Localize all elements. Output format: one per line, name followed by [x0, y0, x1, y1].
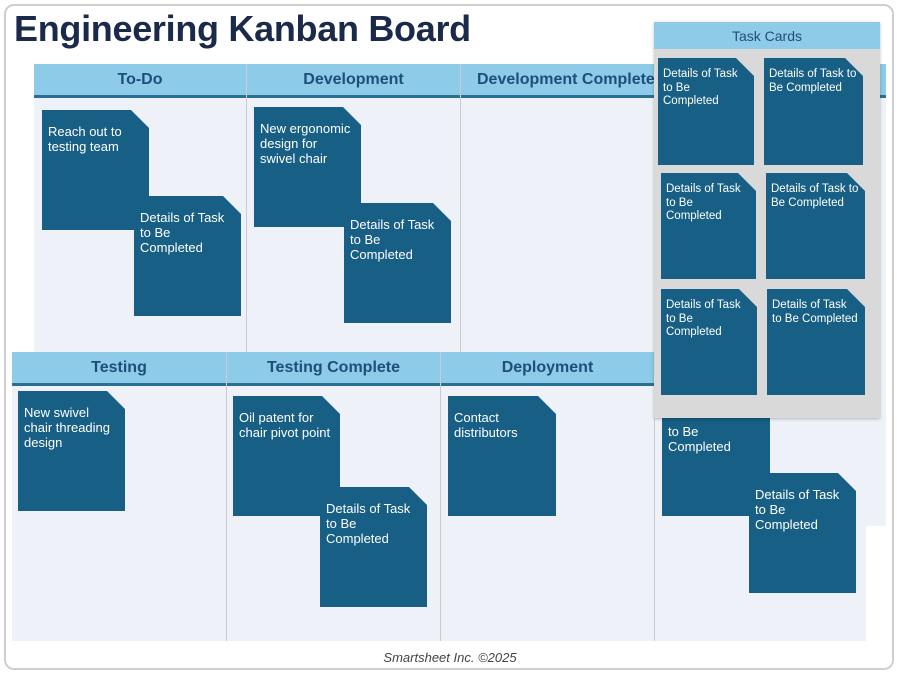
card-testing-1[interactable]: New swivel chair threading design — [18, 391, 125, 511]
card-dev-1[interactable]: New ergonomic design for swivel chair — [254, 107, 361, 227]
panel-card[interactable]: Details of Task to Be Completed — [766, 173, 865, 279]
panel-card[interactable]: Details of Task to Be Completed — [767, 289, 865, 395]
slide-frame — [4, 4, 894, 670]
card-extra-2[interactable]: Details of Task to Be Completed — [749, 473, 856, 593]
task-cards-panel: Task Cards Details of Task to Be Complet… — [654, 22, 880, 418]
task-cards-panel-title: Task Cards — [654, 22, 880, 49]
column-header-todo: To-Do — [34, 64, 246, 98]
column-header-development: Development — [247, 64, 460, 98]
card-testing-complete-2[interactable]: Details of Task to Be Completed — [320, 487, 427, 607]
card-todo-1[interactable]: Reach out to testing team — [42, 110, 149, 230]
panel-card[interactable]: Details of Task to Be Completed — [658, 58, 754, 165]
panel-card[interactable]: Details of Task to Be Completed — [661, 289, 757, 395]
panel-card[interactable]: Details of Task to Be Completed — [661, 173, 756, 279]
page-title: Engineering Kanban Board — [14, 8, 471, 49]
column-header-testing-complete: Testing Complete — [227, 352, 440, 386]
column-header-deployment: Deployment — [441, 352, 654, 386]
column-header-testing: Testing — [12, 352, 226, 386]
card-todo-2[interactable]: Details of Task to Be Completed — [134, 196, 241, 316]
footer-copyright: Smartsheet Inc. ©2025 — [383, 650, 517, 665]
card-dev-2[interactable]: Details of Task to Be Completed — [344, 203, 451, 323]
card-deployment-1[interactable]: Contact distributors — [448, 396, 556, 516]
panel-card[interactable]: Details of Task to Be Completed — [764, 58, 863, 165]
